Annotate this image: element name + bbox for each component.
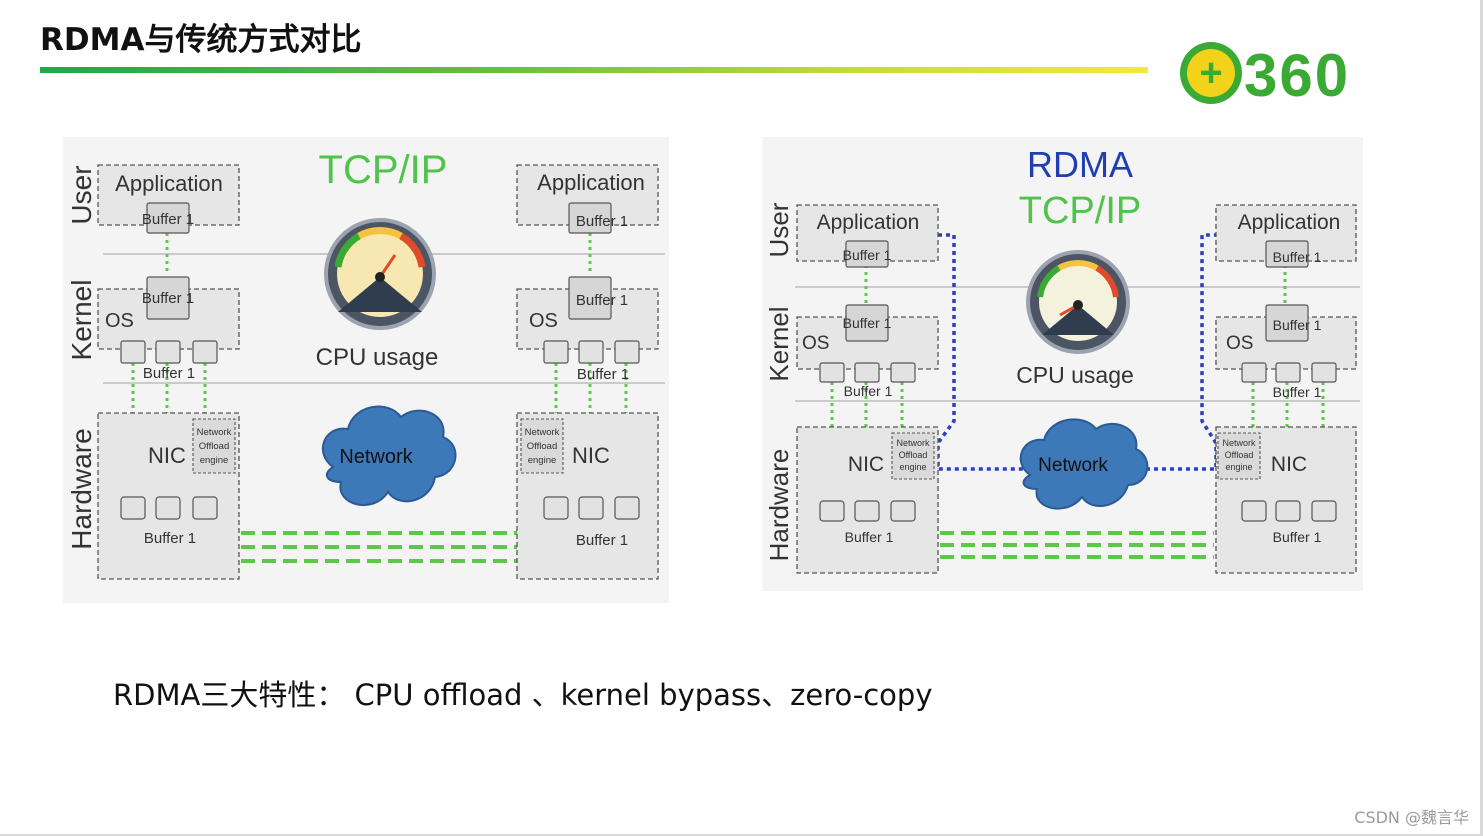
layer-label-hardware: Hardware: [764, 449, 794, 562]
buffer-label: Buffer 1: [143, 365, 195, 382]
buffer-label: Buffer 1: [142, 290, 194, 307]
offload-label-3: engine: [1225, 462, 1252, 472]
rdma-diagram: User Kernel Hardware RDMA TCP/IP Applica…: [762, 137, 1363, 591]
bottom-border: [0, 834, 1483, 836]
offload-label-2: Offload: [899, 450, 928, 460]
logo-text: 360: [1244, 42, 1350, 106]
left-host: Application Buffer 1 OS Buffer 1 Buffer …: [796, 204, 939, 574]
os-label: OS: [1226, 333, 1253, 354]
right-host: Application Buffer 1 OS Buffer 1 Buffer …: [1215, 204, 1357, 574]
offload-label-3: engine: [200, 455, 229, 466]
network-cloud-icon: [1019, 418, 1149, 510]
buffer-label: Buffer 1: [577, 366, 629, 383]
right-border: [1480, 0, 1483, 836]
360-logo: + 360: [1180, 42, 1350, 106]
offload-label-1: Network: [896, 438, 930, 448]
buffer-label: Buffer 1: [576, 292, 628, 309]
cpu-usage-label: CPU usage: [316, 344, 439, 371]
offload-label-1: Network: [197, 427, 232, 438]
buffer-label: Buffer 1: [144, 530, 196, 547]
cpu-usage-label: CPU usage: [1016, 362, 1134, 388]
buffer-label: Buffer 1: [844, 383, 893, 399]
diagram-title-rdma: RDMA: [1027, 144, 1133, 185]
offload-label-1: Network: [1222, 438, 1256, 448]
nic-label: NIC: [1271, 453, 1307, 476]
layer-label-hardware: Hardware: [66, 428, 97, 549]
diagram-title-tcpip: TCP/IP: [319, 148, 448, 192]
layer-label-user: User: [66, 165, 97, 224]
right-host: Application Buffer 1 OS Buffer 1 Buffer …: [516, 164, 659, 580]
offload-label-3: engine: [899, 462, 926, 472]
layer-label-kernel: Kernel: [66, 280, 97, 361]
buffer-label: Buffer 1: [576, 213, 628, 230]
application-label: Application: [1238, 211, 1341, 234]
title-underline: [40, 67, 1148, 73]
application-label: Application: [817, 211, 920, 234]
network-label: Network: [1038, 455, 1108, 476]
buffer-label: Buffer 1: [1273, 317, 1322, 333]
buffer-label: Buffer 1: [1273, 249, 1322, 265]
buffer-label: Buffer 1: [843, 315, 892, 331]
logo-circle-inner: [1187, 49, 1235, 97]
application-label: Application: [115, 171, 223, 196]
cpu-gauge-icon: [1026, 250, 1130, 354]
network-label: Network: [339, 446, 413, 468]
buffer-label: Buffer 1: [845, 529, 894, 545]
os-label: OS: [802, 333, 829, 354]
os-label: OS: [105, 310, 134, 332]
buffer-label: Buffer 1: [843, 247, 892, 263]
buffer-label: Buffer 1: [1273, 384, 1322, 400]
buffer-label: Buffer 1: [142, 211, 194, 228]
buffer-label: Buffer 1: [1273, 529, 1322, 545]
nic-label: NIC: [148, 443, 186, 468]
offload-label-3: engine: [528, 455, 557, 466]
nic-label: NIC: [848, 453, 884, 476]
logo-plus: +: [1199, 51, 1222, 95]
os-label: OS: [529, 310, 558, 332]
cpu-gauge-icon: [324, 218, 436, 330]
slide-title: RDMA与传统方式对比: [40, 22, 362, 58]
buffer-label: Buffer 1: [576, 532, 628, 549]
tcpip-diagram: User Kernel Hardware TCP/IP Application …: [63, 137, 669, 603]
network-cloud-icon: [321, 405, 457, 507]
offload-label-1: Network: [525, 427, 560, 438]
layer-label-user: User: [764, 202, 794, 257]
offload-label-2: Offload: [527, 441, 557, 452]
application-label: Application: [537, 170, 645, 195]
diagram-title-tcpip: TCP/IP: [1019, 190, 1141, 232]
rdma-features-text: RDMA三大特性： CPU offload 、kernel bypass、zer…: [113, 678, 933, 712]
offload-label-2: Offload: [199, 441, 229, 452]
nic-label: NIC: [572, 443, 610, 468]
csdn-watermark: CSDN @魏言华: [1354, 808, 1469, 827]
layer-label-kernel: Kernel: [764, 306, 794, 381]
offload-label-2: Offload: [1225, 450, 1254, 460]
left-host: Application Buffer 1 OS Buffer 1 Buffer …: [97, 164, 240, 580]
